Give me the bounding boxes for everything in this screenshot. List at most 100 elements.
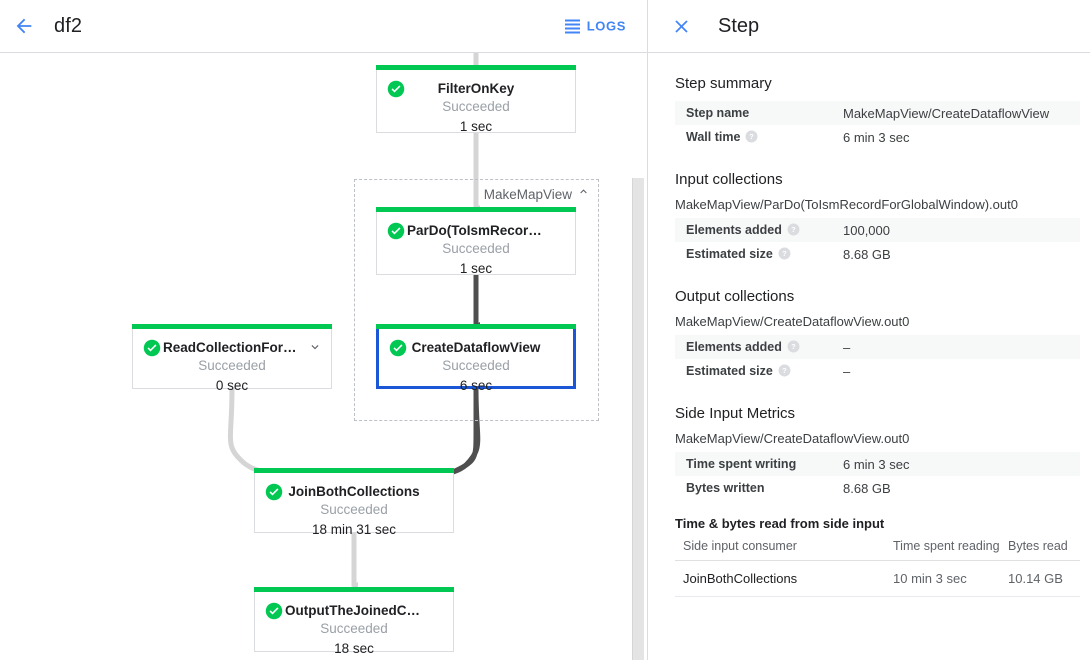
row-key: Estimated size?	[675, 359, 843, 383]
graph-node-filteronkey[interactable]: FilterOnKey Succeeded 1 sec	[376, 65, 576, 134]
graph-node-readcollectionforjoin[interactable]: ReadCollectionForJoin Succeeded 0 sec	[132, 324, 332, 393]
graph-node-pardo-toismrecord[interactable]: ParDo(ToIsmRecordFor… Succeeded 1 sec	[376, 207, 576, 276]
node-name: ParDo(ToIsmRecordFor…	[407, 223, 545, 238]
logs-list-icon	[564, 19, 580, 33]
row-value: –	[843, 339, 851, 355]
table-row: Elements added? 100,000	[675, 218, 1080, 242]
row-key-label: Estimated size	[686, 364, 773, 378]
row-key-label: Wall time	[686, 130, 741, 144]
help-circle-icon[interactable]: ?	[787, 340, 800, 353]
column-header-consumer: Side input consumer	[675, 535, 885, 561]
table-header-row: Side input consumer Time spent reading B…	[675, 535, 1080, 561]
logs-button[interactable]: LOGS	[564, 18, 626, 34]
node-status: Succeeded	[442, 99, 510, 114]
close-icon[interactable]	[670, 15, 692, 37]
node-name: CreateDataflowView	[411, 340, 541, 355]
row-key-label: Elements added	[686, 223, 782, 237]
row-key-label: Estimated size	[686, 247, 773, 261]
row-value: MakeMapView/CreateDataflowView	[843, 105, 1050, 121]
check-circle-icon	[387, 222, 405, 240]
group-label: MakeMapView	[483, 186, 572, 202]
graph-canvas[interactable]: MakeMapView FilterOnKey	[0, 53, 648, 660]
section-title-step-summary: Step summary	[675, 75, 772, 92]
node-duration: 18 sec	[334, 641, 374, 656]
graph-node-outputthejoinedcollection[interactable]: OutputTheJoinedCollec… Succeeded 18 sec	[254, 587, 454, 656]
svg-text:?: ?	[791, 225, 796, 234]
job-graph-pane: df2 LOGS	[0, 14, 648, 660]
node-status: Succeeded	[442, 358, 510, 373]
row-key: Wall time?	[675, 125, 843, 149]
graph-node-createdataflowview[interactable]: CreateDataflowView Succeeded 6 sec	[376, 324, 576, 393]
help-circle-icon[interactable]: ?	[778, 364, 791, 377]
row-key: Elements added?	[675, 335, 843, 359]
graph-node-joinbothcollections[interactable]: JoinBothCollections Succeeded 18 min 31 …	[254, 468, 454, 537]
node-duration: 18 min 31 sec	[311, 522, 397, 537]
row-key-label: Elements added	[686, 340, 782, 354]
page-title: df2	[54, 14, 83, 37]
section-title-side-input-metrics: Side Input Metrics	[675, 405, 796, 422]
node-status-accent	[376, 65, 576, 70]
chevron-up-icon[interactable]	[577, 185, 590, 203]
table-row: Estimated size? –	[675, 359, 1080, 383]
row-key: Elements added?	[675, 218, 843, 242]
side-input-metrics-table: Time spent writing 6 min 3 sec Bytes wri…	[675, 452, 1080, 500]
svg-text:?: ?	[750, 132, 755, 141]
row-key: Estimated size?	[675, 242, 843, 266]
help-circle-icon[interactable]: ?	[778, 247, 791, 260]
row-value: 8.68 GB	[843, 246, 891, 262]
check-circle-icon	[265, 483, 283, 501]
row-value: 6 min 3 sec	[843, 456, 910, 472]
row-value: –	[843, 363, 851, 379]
toolbar-divider	[0, 52, 648, 53]
node-status: Succeeded	[198, 358, 266, 373]
node-name: OutputTheJoinedCollec…	[285, 603, 423, 618]
node-status-accent	[376, 207, 576, 212]
side-input-consumers-table: Side input consumer Time spent reading B…	[675, 535, 1080, 597]
check-circle-icon	[389, 339, 407, 357]
node-duration: 1 sec	[459, 261, 493, 276]
svg-text:?: ?	[782, 366, 787, 375]
node-duration: 0 sec	[215, 378, 249, 393]
output-collections-table: Elements added? – Estimated size? –	[675, 335, 1080, 383]
graph-scrollbar-thumb[interactable]	[632, 178, 644, 660]
section-title-time-bytes-read: Time & bytes read from side input	[675, 516, 885, 531]
composite-group-makemapview[interactable]: MakeMapView	[354, 179, 599, 421]
pane-divider	[647, 0, 648, 660]
section-title-input-collections: Input collections	[675, 171, 783, 188]
table-row: Step name MakeMapView/CreateDataflowView	[675, 101, 1080, 125]
table-row: Time spent writing 6 min 3 sec	[675, 452, 1080, 476]
check-circle-icon	[265, 602, 283, 620]
chevron-down-icon[interactable]	[308, 340, 322, 354]
side-input-collection-name: MakeMapView/CreateDataflowView.out0	[675, 431, 910, 446]
row-value: 100,000	[843, 222, 890, 238]
column-header-time: Time spent reading	[885, 535, 1000, 561]
help-circle-icon[interactable]: ?	[787, 223, 800, 236]
logs-button-label: LOGS	[586, 18, 626, 34]
cell-time: 10 min 3 sec	[885, 560, 1000, 597]
panel-header-divider	[648, 52, 1090, 53]
step-summary-table: Step name MakeMapView/CreateDataflowView…	[675, 101, 1080, 149]
check-circle-icon	[143, 339, 161, 357]
column-header-bytes: Bytes read	[1000, 535, 1080, 561]
cell-consumer: JoinBothCollections	[675, 560, 885, 597]
table-row: JoinBothCollections 10 min 3 sec 10.14 G…	[675, 560, 1080, 597]
arrow-back-icon[interactable]	[12, 14, 36, 38]
node-status-accent	[254, 587, 454, 592]
node-status-accent	[376, 324, 576, 329]
step-details-pane: Step Step summary Step name MakeMapView/…	[648, 0, 1090, 660]
node-name: FilterOnKey	[437, 81, 515, 96]
svg-text:?: ?	[782, 249, 787, 258]
table-row: Elements added? –	[675, 335, 1080, 359]
input-collection-name: MakeMapView/ParDo(ToIsmRecordForGlobalWi…	[675, 197, 1018, 212]
help-circle-icon[interactable]: ?	[745, 130, 758, 143]
node-name: ReadCollectionForJoin	[163, 340, 301, 355]
group-collapse-control[interactable]: MakeMapView	[484, 185, 590, 203]
check-circle-icon	[387, 80, 405, 98]
node-status: Succeeded	[320, 502, 388, 517]
step-panel-body: Step summary Step name MakeMapView/Creat…	[648, 53, 1090, 660]
section-title-output-collections: Output collections	[675, 288, 795, 305]
row-key: Step name	[686, 106, 750, 120]
node-status-accent	[254, 468, 454, 473]
row-key: Bytes written	[686, 481, 765, 495]
